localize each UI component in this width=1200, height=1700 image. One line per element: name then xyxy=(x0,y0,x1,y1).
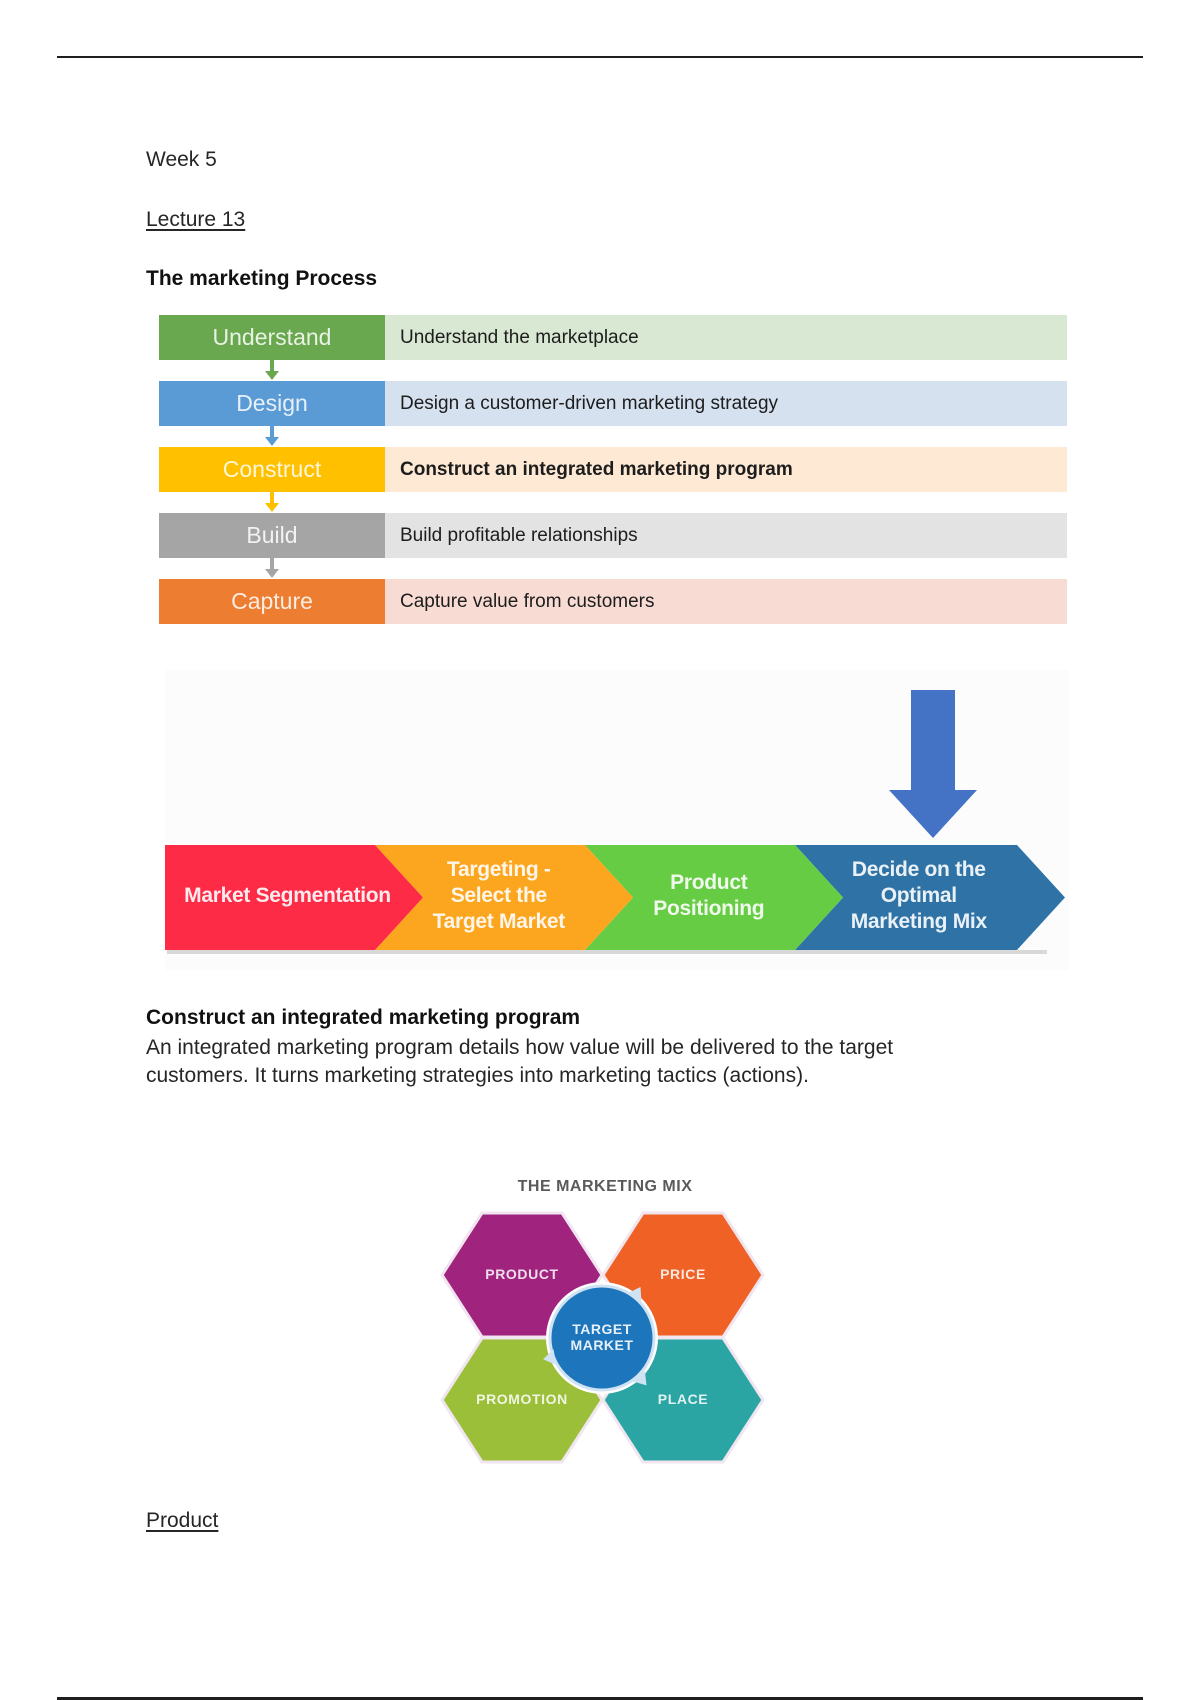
chevron-step-1 xyxy=(165,845,423,950)
process-step-description: Build profitable relationships xyxy=(385,513,1067,558)
mix-label-place: PLACE xyxy=(657,1391,709,1407)
marketing-mix-title: THE MARKETING MIX xyxy=(517,1178,693,1195)
header-rule xyxy=(57,56,1143,58)
chevron-label-line: Optimal xyxy=(880,883,957,907)
chevron-label-1: Market Segmentation xyxy=(165,883,410,909)
section-title: The marketing Process xyxy=(146,267,378,290)
chevron-label-line: Marketing Mix xyxy=(850,909,987,933)
lecture-heading: Lecture 13 xyxy=(146,208,246,231)
process-step-label: Build xyxy=(159,513,385,558)
down-arrow-icon xyxy=(265,360,279,381)
target-market-line-2: MARKET xyxy=(570,1337,634,1353)
strategy-chevron-diagram: Market Segmentation Targeting -Select the… xyxy=(165,670,1075,970)
mix-label-price: PRICE xyxy=(660,1266,706,1282)
chevron-label-line: Target Market xyxy=(432,909,566,933)
construct-body-line-2: customers. It turns marketing strategies… xyxy=(146,1064,809,1087)
process-step-label: Capture xyxy=(159,579,385,624)
process-step-description: Understand the marketplace xyxy=(385,315,1067,360)
down-arrow-icon xyxy=(265,426,279,447)
chevron-step-3 xyxy=(585,845,843,950)
chevron-step-2 xyxy=(375,845,633,950)
down-arrow-icon xyxy=(265,558,279,579)
process-step-description: Capture value from customers xyxy=(385,579,1067,624)
mix-label-promotion: PROMOTION xyxy=(476,1391,568,1407)
cycle-arrow-icon xyxy=(632,1371,647,1386)
process-step-label: Design xyxy=(159,381,385,426)
chevron-label-line: Positioning xyxy=(653,896,765,920)
down-arrow-icon xyxy=(265,492,279,513)
highlight-down-arrow-icon xyxy=(889,690,977,838)
process-step-description: Design a customer-driven marketing strat… xyxy=(385,381,1067,426)
chevron-label-line: Market Segmentation xyxy=(184,883,391,907)
footer-rule xyxy=(57,1697,1143,1700)
mix-label-product: PRODUCT xyxy=(485,1266,559,1282)
process-step-label: Understand xyxy=(159,315,385,360)
week-label: Week 5 xyxy=(146,148,217,171)
cycle-arrow-icon xyxy=(543,1349,557,1366)
process-step-label: Construct xyxy=(159,447,385,492)
chevron-graphic xyxy=(165,690,1065,954)
cycle-arrow-icon xyxy=(627,1286,642,1302)
product-heading: Product xyxy=(146,1509,219,1532)
marketing-mix-graphic xyxy=(440,1211,765,1464)
chevron-label-line: Decide on the xyxy=(851,857,986,881)
process-step-description: Construct an integrated marketing progra… xyxy=(385,447,1067,492)
construct-heading: Construct an integrated marketing progra… xyxy=(146,1006,581,1029)
target-market-circle xyxy=(548,1284,656,1392)
chevron-label-line: Select the xyxy=(450,883,548,907)
construct-body-line-1: An integrated marketing program details … xyxy=(146,1036,894,1059)
target-market-line-1: TARGET xyxy=(572,1321,632,1337)
chevron-step-4 xyxy=(795,845,1065,950)
chevron-label-line: Product xyxy=(670,870,748,894)
chevron-label-line: Targeting - xyxy=(446,857,551,881)
banner-shadow xyxy=(167,950,1047,954)
